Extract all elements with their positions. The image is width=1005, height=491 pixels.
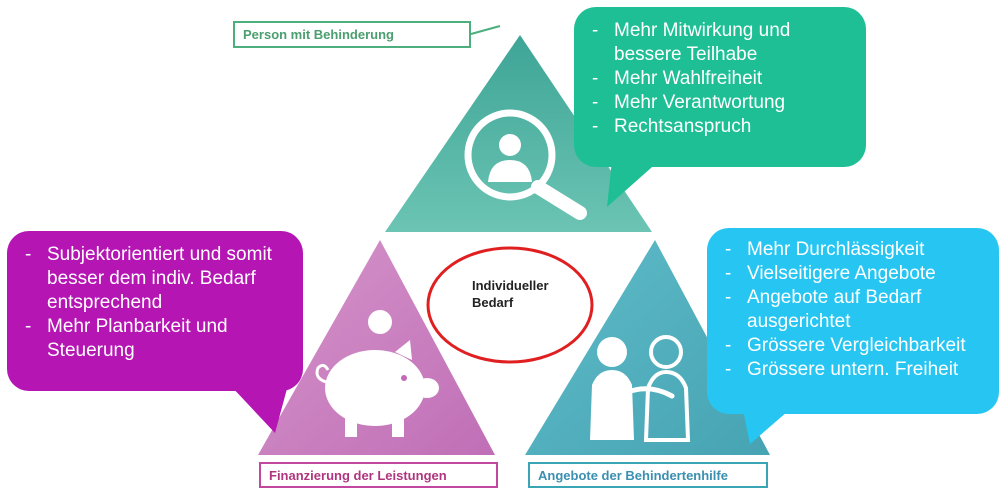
- bubble-magenta-item: Mehr Planbarkeit und Steuerung: [25, 315, 289, 363]
- bubble-green: Mehr Mitwirkung und bessere Teilhabe Meh…: [574, 7, 866, 167]
- center-ring: [426, 246, 594, 364]
- center-line-1: Individueller: [472, 278, 549, 293]
- bubble-green-item: Mehr Verantwortung: [592, 91, 852, 115]
- triangle-angebote: [525, 240, 770, 455]
- bubble-green-item: Mehr Mitwirkung und bessere Teilhabe: [592, 19, 852, 67]
- person-magnifier-icon: [464, 109, 587, 220]
- person-connector: [470, 25, 501, 35]
- bubble-blue-item: Angebote auf Bedarf ausgerichtet: [725, 286, 985, 334]
- piggy-bank-icon: [315, 310, 439, 437]
- center-label: Individueller Bedarf: [472, 277, 582, 311]
- center-line-2: Bedarf: [472, 295, 514, 310]
- bubble-blue-item: Mehr Durchlässigkeit: [725, 238, 985, 262]
- label-angebote: Angebote der Behindertenhilfe: [528, 462, 768, 488]
- triangle-person: [385, 35, 652, 232]
- bubble-magenta-item: Subjektorientiert und somit besser dem i…: [25, 243, 289, 315]
- label-person-mit-behinderung: Person mit Behinderung: [233, 21, 471, 48]
- bubble-blue-item: Grössere Vergleichbarkeit: [725, 334, 985, 358]
- bubble-magenta: Subjektorientiert und somit besser dem i…: [7, 231, 303, 391]
- two-people-support-icon: [590, 335, 691, 442]
- label-finanzierung-text: Finanzierung der Leistungen: [269, 467, 447, 483]
- bubble-blue-item: Vielseitigere Angebote: [725, 262, 985, 286]
- bubble-blue: Mehr Durchlässigkeit Vielseitigere Angeb…: [707, 228, 999, 414]
- triangle-finanzierung: [258, 240, 495, 455]
- bubble-green-item: Mehr Wahlfreiheit: [592, 67, 852, 91]
- bubble-blue-item: Grössere untern. Freiheit: [725, 358, 985, 382]
- label-person-text: Person mit Behinderung: [243, 27, 394, 42]
- label-finanzierung: Finanzierung der Leistungen: [259, 462, 498, 488]
- bubble-green-item: Rechtsanspruch: [592, 115, 852, 139]
- label-angebote-text: Angebote der Behindertenhilfe: [538, 467, 728, 483]
